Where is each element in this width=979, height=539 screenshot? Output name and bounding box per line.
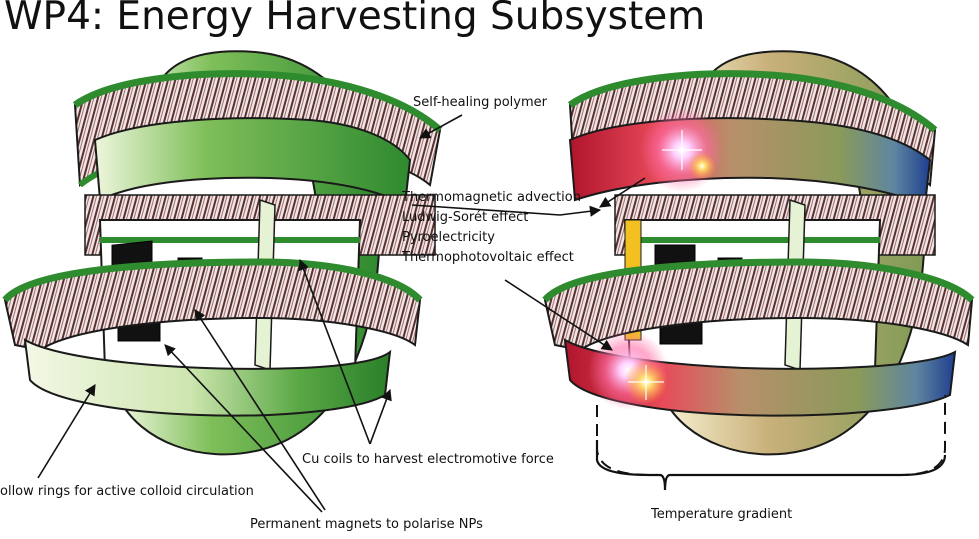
effect-thermophotovoltaic: Thermophotovoltaic effect bbox=[402, 250, 574, 265]
arrow-thermophoto bbox=[504, 279, 613, 351]
label-hollow-rings: ollow rings for active colloid circulati… bbox=[0, 484, 254, 499]
label-cu-coils: Cu coils to harvest electromotive force bbox=[302, 452, 554, 467]
label-self-healing-polymer: Self-healing polymer bbox=[413, 95, 547, 110]
effect-ludwig-soret: Ludwig-Sorét effect bbox=[402, 210, 529, 225]
arrow-self-healing bbox=[419, 114, 463, 139]
arrow-cu-coils-2 bbox=[369, 388, 392, 445]
arrow-hollow bbox=[37, 384, 96, 479]
arrow-effects-line bbox=[411, 204, 602, 217]
arrow-cu-coils-1 bbox=[298, 258, 371, 445]
label-permanent-magnets: Permanent magnets to polarise NPs bbox=[250, 517, 483, 532]
label-temperature-gradient: Temperature gradient bbox=[651, 507, 793, 522]
annotation-arrows bbox=[37, 114, 947, 513]
arrow-magnets-1 bbox=[164, 344, 323, 513]
left-device bbox=[2, 50, 443, 456]
right-device bbox=[542, 50, 975, 456]
effects-list: Thermomagnetic advection Ludwig-Sorét ef… bbox=[402, 188, 581, 268]
arrow-thermomagnetic bbox=[599, 177, 646, 208]
effect-pyroelectricity: Pyroelectricity bbox=[402, 230, 495, 245]
page-title: WP4: Energy Harvesting Subsystem bbox=[4, 0, 706, 39]
effect-thermomagnetic: Thermomagnetic advection bbox=[402, 190, 581, 205]
arrow-magnets-2 bbox=[194, 309, 326, 511]
right-front-ring bbox=[563, 338, 957, 417]
